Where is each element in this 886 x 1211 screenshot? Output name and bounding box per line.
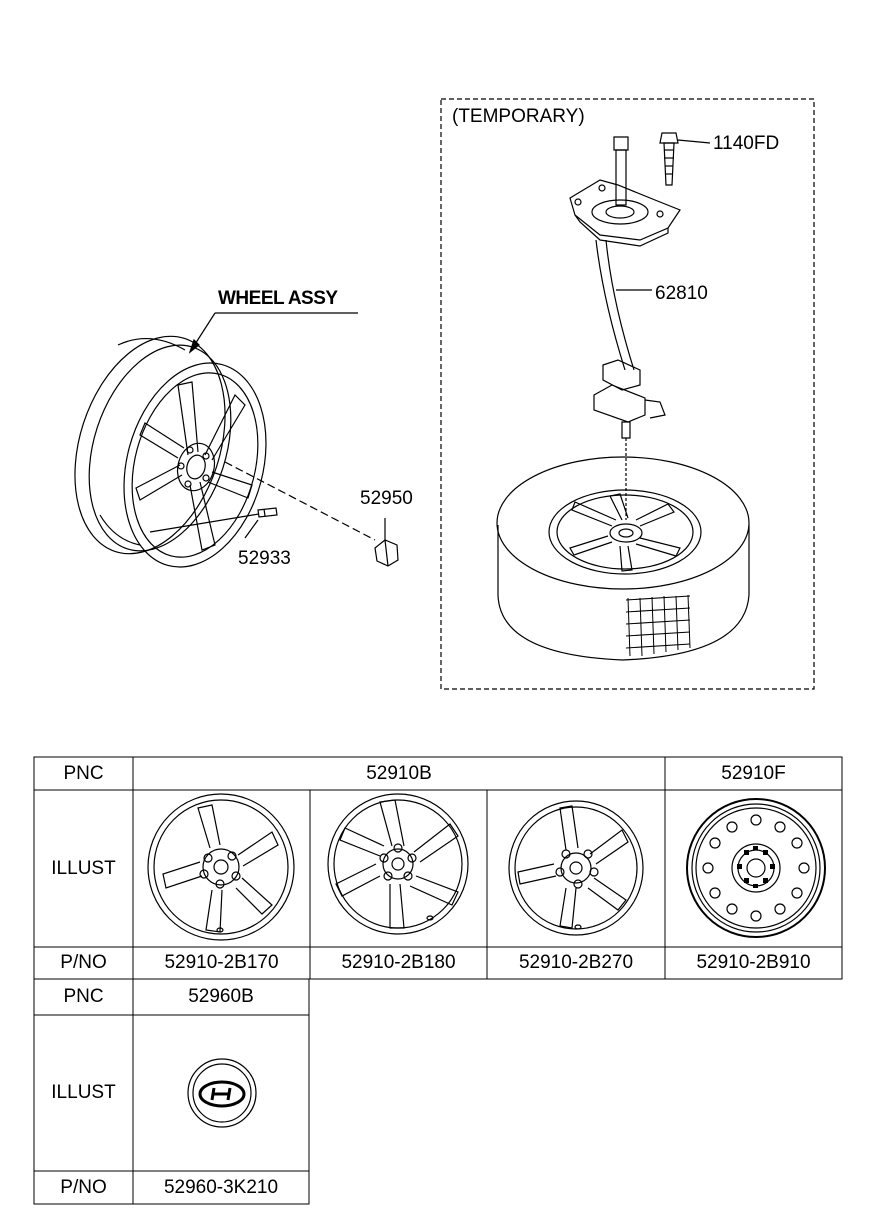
pno-cell: 52960-3K210 <box>163 1176 279 1198</box>
pno-cell: 52910-2B910 <box>696 952 811 973</box>
part-52933-label: 52933 <box>238 548 291 569</box>
part-52950-label: 52950 <box>360 488 413 509</box>
row-header-pnc: PNC <box>63 986 104 1007</box>
row-header-pno: P/NO <box>60 952 107 973</box>
temporary-box <box>440 98 815 690</box>
wheel-assy-illustration <box>74 312 399 568</box>
parts-table-grid <box>33 756 843 1205</box>
hubcap-illust-3k210 <box>187 1058 257 1128</box>
row-header-illust: ILLUST <box>51 1082 116 1103</box>
temporary-label: (TEMPORARY) <box>452 106 585 127</box>
pno-cell: 52910-2B180 <box>341 952 456 973</box>
wheel-assy-label: WHEEL ASSY <box>218 288 338 309</box>
wheel-illust-2b170 <box>147 793 295 941</box>
row-header-illust: ILLUST <box>51 857 116 879</box>
wheel-illust-2b180 <box>327 793 469 935</box>
wheel-illust-2b910 <box>686 798 826 938</box>
row-header-pnc: PNC <box>63 762 104 784</box>
pnc-52960b: 52960B <box>188 986 254 1007</box>
spare-carrier-illustration <box>496 132 750 661</box>
row-header-pno: P/NO <box>60 1176 107 1198</box>
part-1140fd-label: 1140FD <box>713 133 780 154</box>
pnc-52910b: 52910B <box>366 762 432 784</box>
wheel-illust-2b270 <box>508 800 644 936</box>
pno-cell: 52910-2B170 <box>164 952 279 973</box>
part-62810-label: 62810 <box>655 283 708 304</box>
pno-cell: 52910-2B270 <box>518 952 634 973</box>
pnc-52910f: 52910F <box>721 762 786 784</box>
